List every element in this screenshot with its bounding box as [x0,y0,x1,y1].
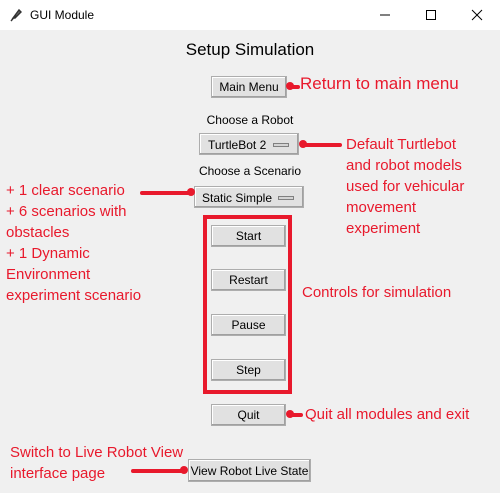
close-icon [471,9,483,21]
annotation-controls: Controls for simulation [302,284,452,301]
annotation-arrow [140,188,195,196]
robot-label: Choose a Robot [206,113,294,127]
start-button[interactable]: Start [211,225,286,247]
scenario-select-value: Static Simple [202,191,273,205]
scenario-label: Choose a Scenario [198,164,302,178]
pause-button[interactable]: Pause [211,314,286,336]
annotation-robot-models: Default Turtlebot and robot models used … [346,134,464,239]
minimize-button[interactable] [362,0,408,30]
dropdown-indicator-icon [273,143,289,147]
quit-button[interactable]: Quit [211,404,286,426]
annotation-arrow [286,410,303,418]
annotation-line: interface page [10,465,106,482]
annotation-line: used for vehicular [346,178,465,195]
annotation-line: and robot models [346,157,462,174]
page-title: Setup Simulation [185,40,315,59]
annotation-line: Switch to Live Robot View [10,444,184,461]
annotation-scenarios: + 1 clear scenario + 6 scenarios with ob… [6,180,141,306]
window-titlebar: GUI Module [0,0,500,30]
annotation-live-view: Switch to Live Robot View interface page [10,442,183,484]
annotation-line: movement [346,199,417,216]
view-robot-live-state-button[interactable]: View Robot Live State [188,459,311,482]
step-button[interactable]: Step [211,359,286,381]
minimize-icon [380,14,390,16]
annotation-line: experiment scenario [6,287,142,304]
controls-highlight-box [203,215,292,394]
main-menu-button[interactable]: Main Menu [211,76,287,98]
annotation-line: obstacles [6,224,70,241]
maximize-icon [426,10,436,20]
dropdown-indicator-icon [278,196,294,200]
scenario-select[interactable]: Static Simple [194,186,304,208]
robot-select-value: TurtleBot 2 [208,138,267,152]
annotation-line: Default Turtlebot [346,136,457,153]
annotation-line: experiment [346,220,421,237]
annotation-line: Environment [6,266,91,283]
window-title: GUI Module [30,8,95,22]
restart-button[interactable]: Restart [211,269,286,291]
annotation-quit: Quit all modules and exit [305,406,470,423]
annotation-return-main-menu: Return to main menu [300,74,459,93]
close-button[interactable] [454,0,500,30]
annotation-arrow [286,82,300,90]
annotation-line: + 6 scenarios with [6,203,127,220]
annotation-line: + 1 Dynamic [6,245,90,262]
annotation-line: + 1 clear scenario [6,182,125,199]
feather-icon [10,8,22,22]
robot-select[interactable]: TurtleBot 2 [199,133,299,155]
annotation-arrow [299,140,342,148]
annotation-arrow [131,466,188,474]
maximize-button[interactable] [408,0,454,30]
